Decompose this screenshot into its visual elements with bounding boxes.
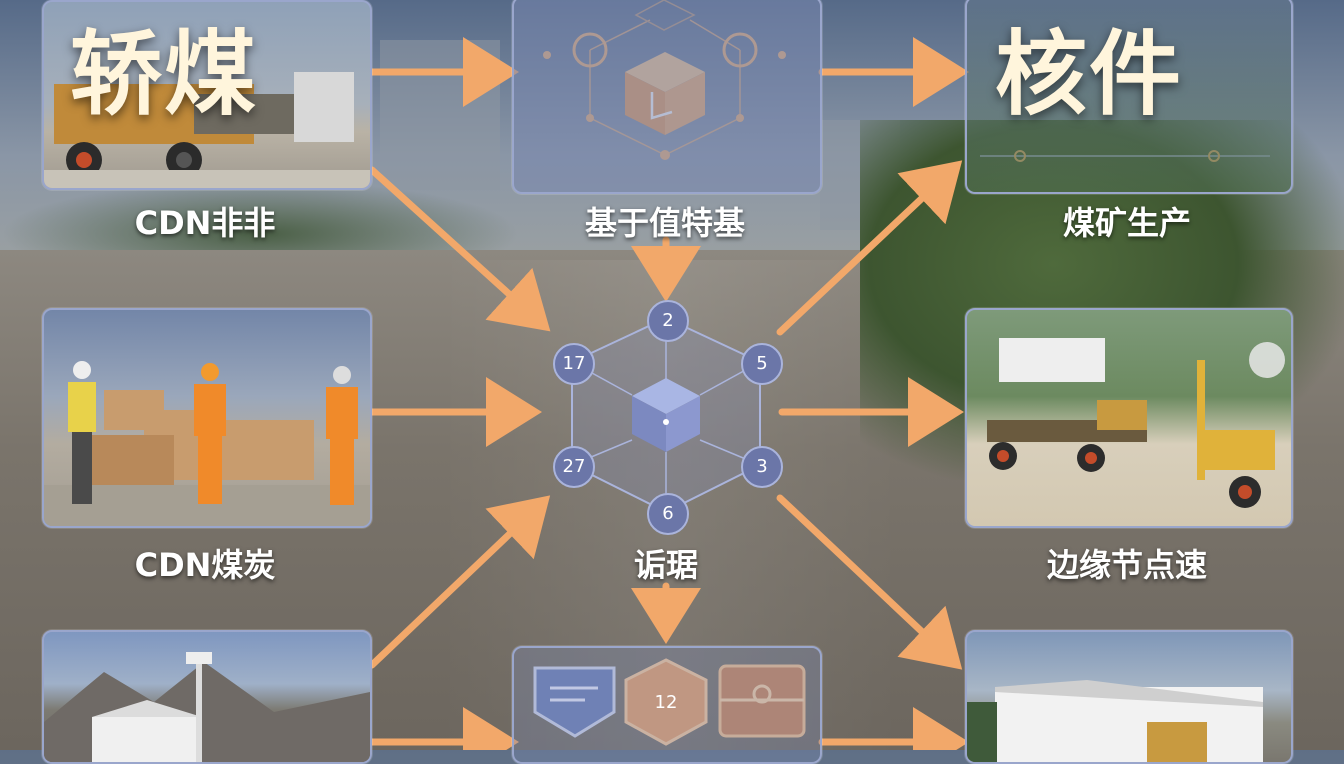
caption-top-right: 煤矿生产 [1062,204,1191,242]
truck-illustration [44,72,370,188]
worker-figure [194,363,226,504]
hub-node-upper-right: 5 [741,343,783,385]
arrow-bottomleft-to-hub [368,495,551,669]
workers-illustration [44,361,370,526]
caption-mid-left: CDN煤炭 [134,546,276,584]
arrow-hub-to-topright [776,160,963,336]
caption-top-center: 基于值特基 [584,204,745,242]
hub-node-top: 2 [647,300,689,342]
panel-network-box [512,0,822,194]
mountain-illustration [44,652,370,762]
hub-node-lower-right: 3 [741,446,783,488]
title-top-right: 核件 [995,21,1184,128]
panel-mountain-photo [42,630,372,764]
arrow-topleft-to-hub [368,166,551,332]
hexagon-badge-number: 12 [654,692,678,713]
worker-figure [68,361,96,504]
caption-mid-right: 边缘节点速 [1046,546,1207,584]
briefcase-icon [718,664,806,738]
bottom-icons [533,658,806,746]
hub-network [571,316,761,514]
cube-icon [632,378,700,452]
panel-bottom-icons [512,646,822,764]
panel-truck-photo [42,0,372,190]
caption-center: 诟琚 [633,546,698,584]
panel-building-photo [965,630,1293,764]
worker-figure [326,366,358,505]
panel-top-right [965,0,1293,194]
title-top-left: 轿煤 [70,21,259,128]
panel-equipment-photo [965,308,1293,528]
hexagon-badge-icon [624,658,708,746]
arrows [368,37,969,750]
equipment-illustration [987,338,1285,508]
caption-top-left: CDN非非 [134,204,276,242]
hub-node-bottom: 6 [647,493,689,535]
arrow-hub-to-bottomright [776,494,963,670]
building-illustration [967,680,1263,762]
document-icon [533,666,616,738]
hub-node-upper-left: 17 [553,343,595,385]
panel-workers-photo [42,308,372,528]
hub-node-lower-left: 27 [553,446,595,488]
